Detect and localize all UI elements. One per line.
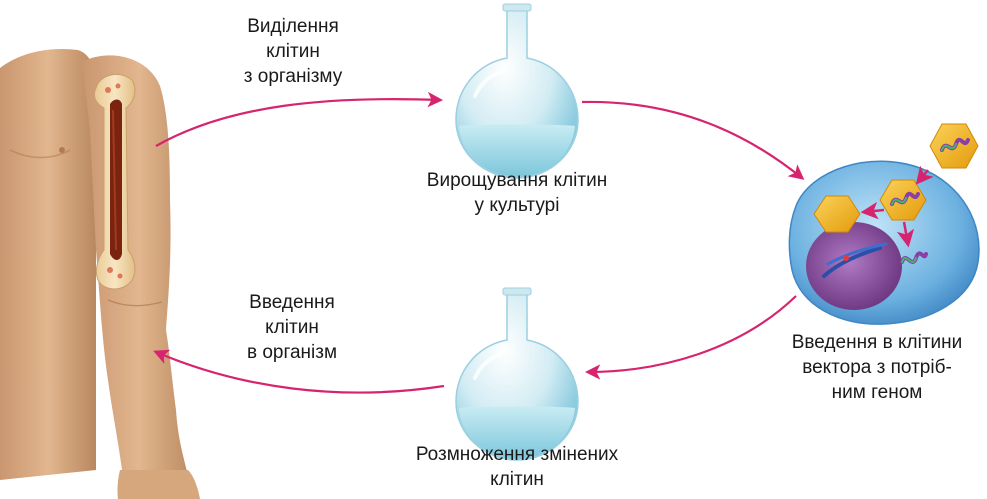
- gene-strand-icon: [900, 251, 928, 264]
- gene-release-arrow: [896, 221, 915, 248]
- viral-vector-icon: [929, 123, 979, 169]
- label-line: Введення: [249, 292, 335, 313]
- arrow-body-to-culture: [155, 91, 444, 147]
- nucleus: [806, 222, 902, 310]
- label-cell-culture: Вирощування клітин у культурі: [392, 168, 642, 218]
- viral-vector-icon: [813, 195, 861, 233]
- label-line: Вирощування клітин: [426, 170, 608, 191]
- label-line: клітин: [265, 317, 319, 338]
- label-line: ним геном: [831, 382, 923, 403]
- vector-entry-arrow: [915, 165, 934, 185]
- label-cell-reintroduction: Введення клітин в організм: [222, 290, 362, 365]
- label-line: Розмноження змінених: [415, 444, 619, 465]
- label-line: Виділення: [247, 16, 339, 37]
- label-cell-extraction: Виділення клітин з організму: [218, 14, 368, 89]
- label-line: з організму: [243, 66, 343, 87]
- label-line: Введення в клітини: [791, 332, 963, 353]
- arrow-cell-to-multiplication: [584, 295, 797, 380]
- arrow-multiplication-to-body: [153, 349, 445, 394]
- label-line: вектора з потріб-: [802, 357, 952, 378]
- round-bottom-flask-icon: [455, 287, 579, 461]
- cell-icon: [788, 160, 980, 325]
- label-line: в організм: [246, 342, 338, 363]
- human-arm-icon: [0, 48, 200, 499]
- bone-cross-section: [93, 73, 136, 290]
- capsid-release-arrow: [860, 201, 885, 220]
- viral-vector-icon: [879, 179, 927, 221]
- label-line: клітин: [266, 41, 320, 62]
- label-vector-introduction: Введення в клітини вектора з потріб- ним…: [768, 330, 986, 405]
- label-cell-multiplication: Розмноження змінених клітин: [372, 442, 662, 492]
- arrow-culture-to-cell: [581, 100, 805, 180]
- round-bottom-flask-icon: [455, 3, 579, 179]
- label-line: клітин: [490, 469, 544, 490]
- label-line: у культурі: [474, 195, 560, 216]
